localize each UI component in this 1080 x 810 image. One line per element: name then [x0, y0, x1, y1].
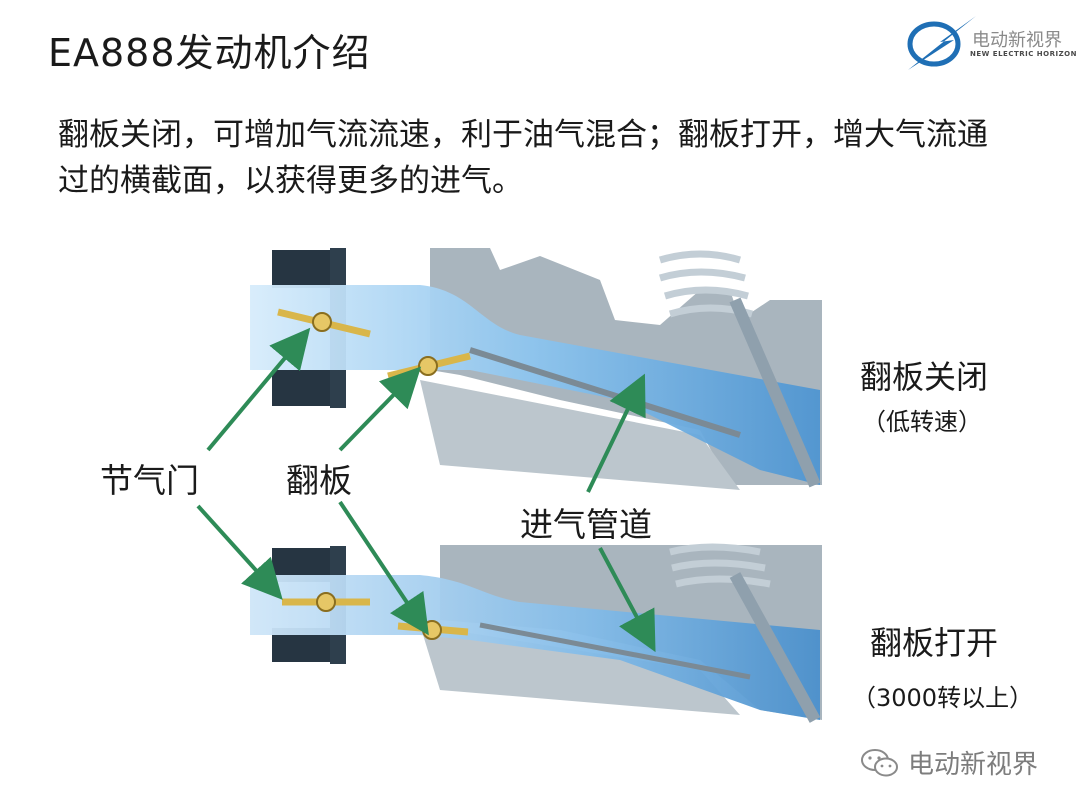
diagram-illustration [196, 248, 822, 723]
throttle-label: 节气门 [100, 461, 199, 500]
runner-divider [469, 347, 741, 438]
closed-state-view [250, 248, 822, 490]
open-state-sublabel: （3000转以上） [852, 684, 1034, 712]
logo-name: 电动新视界 [972, 30, 1062, 51]
flap-label: 翻板 [286, 461, 352, 500]
arrow-flap-top [338, 366, 422, 452]
watermark-text: 电动新视界 [908, 750, 1039, 780]
arrow-throttle-bottom [196, 504, 283, 600]
open-state-label: 翻板打开 [870, 624, 999, 662]
throttle-plate-open [282, 592, 370, 612]
intake-flap-diagram: 翻板关闭 （低转速） 翻板打开 （3000转以上） 节气门 翻板 进气管道 [0, 230, 1080, 750]
page-title: EA888发动机介绍 [48, 31, 371, 75]
intake-port-label: 进气管道 [520, 505, 652, 544]
watermark: 电动新视界 [860, 744, 1038, 781]
description-text: 翻板关闭，可增加气流流速，利于油气混合；翻板打开，增大气流通过的横截面，以获得更… [58, 117, 988, 199]
wechat-icon [861, 748, 898, 776]
arrow-flap-bottom [338, 500, 429, 636]
arrow-port-bottom [598, 547, 656, 653]
airflow-stream [250, 285, 820, 485]
arrow-port-top [586, 373, 646, 493]
throttle-plate-closed [277, 308, 371, 338]
closed-state-sublabel: （低转速） [862, 408, 982, 436]
open-state-view [250, 543, 822, 723]
arrow-throttle-top [206, 327, 311, 452]
logo-subtitle: NEW ELECTRIC HORIZON [970, 50, 1077, 58]
valve-stem [729, 297, 821, 488]
logo-mark-icon [907, 16, 976, 70]
closed-state-label: 翻板关闭 [860, 358, 989, 396]
callout-arrows [196, 327, 656, 653]
